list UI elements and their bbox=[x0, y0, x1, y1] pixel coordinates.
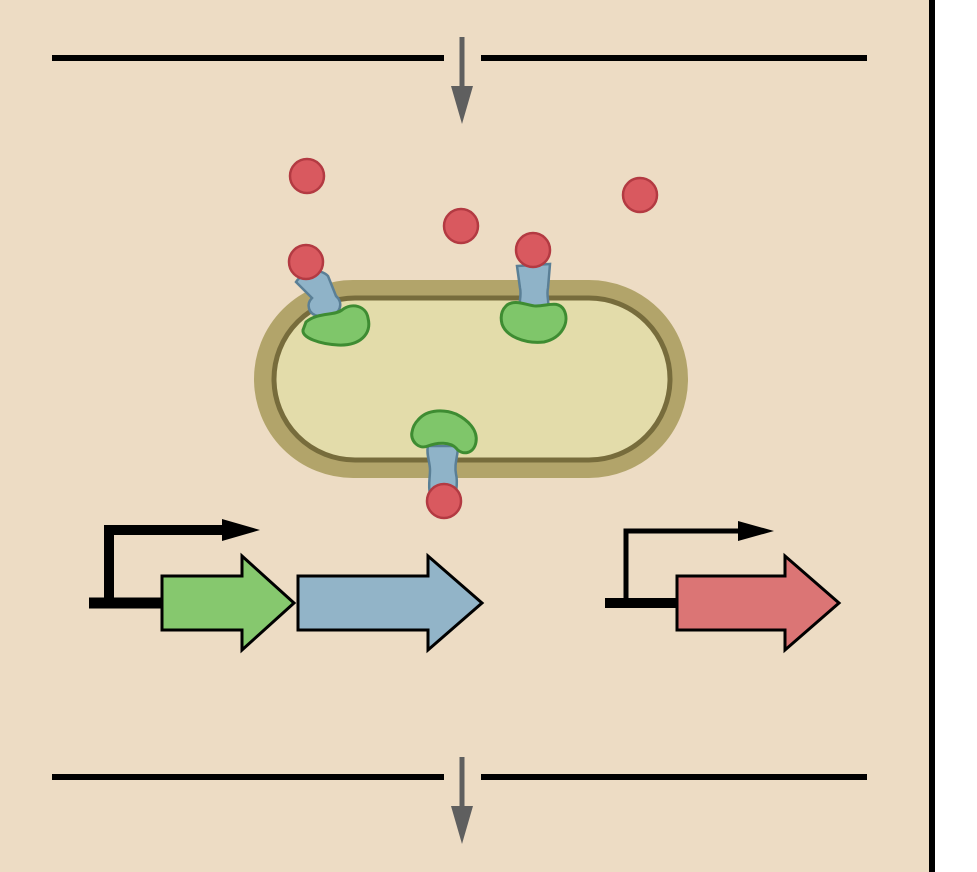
gene-blue bbox=[296, 552, 485, 654]
bound-signal-molecule bbox=[287, 243, 325, 281]
operon-2 bbox=[605, 521, 842, 654]
signal-molecule bbox=[288, 157, 326, 195]
receptor-kinase-domain bbox=[410, 409, 478, 455]
bent-arrow-promoter-icon bbox=[89, 519, 260, 609]
receptor-complex bbox=[410, 409, 478, 520]
down-arrow-icon bbox=[451, 37, 473, 124]
bent-arrow-promoter-icon bbox=[605, 521, 774, 608]
operon-1 bbox=[89, 519, 485, 654]
receptor-complex bbox=[499, 231, 568, 344]
gene-green bbox=[160, 552, 297, 654]
signal-molecule bbox=[621, 176, 659, 214]
receptor-complex bbox=[287, 243, 371, 347]
signal-molecule bbox=[442, 207, 480, 245]
bound-signal-molecule bbox=[425, 482, 463, 520]
cytoplasm bbox=[271, 295, 673, 463]
bound-signal-molecule bbox=[514, 231, 552, 269]
receptor-kinase-domain bbox=[499, 300, 568, 344]
free-signal-molecules bbox=[288, 157, 659, 245]
down-arrow-icon bbox=[451, 757, 473, 844]
panel-right-border bbox=[929, 0, 935, 872]
gene-red bbox=[675, 552, 842, 654]
receptor-kinase-domain bbox=[301, 304, 371, 347]
